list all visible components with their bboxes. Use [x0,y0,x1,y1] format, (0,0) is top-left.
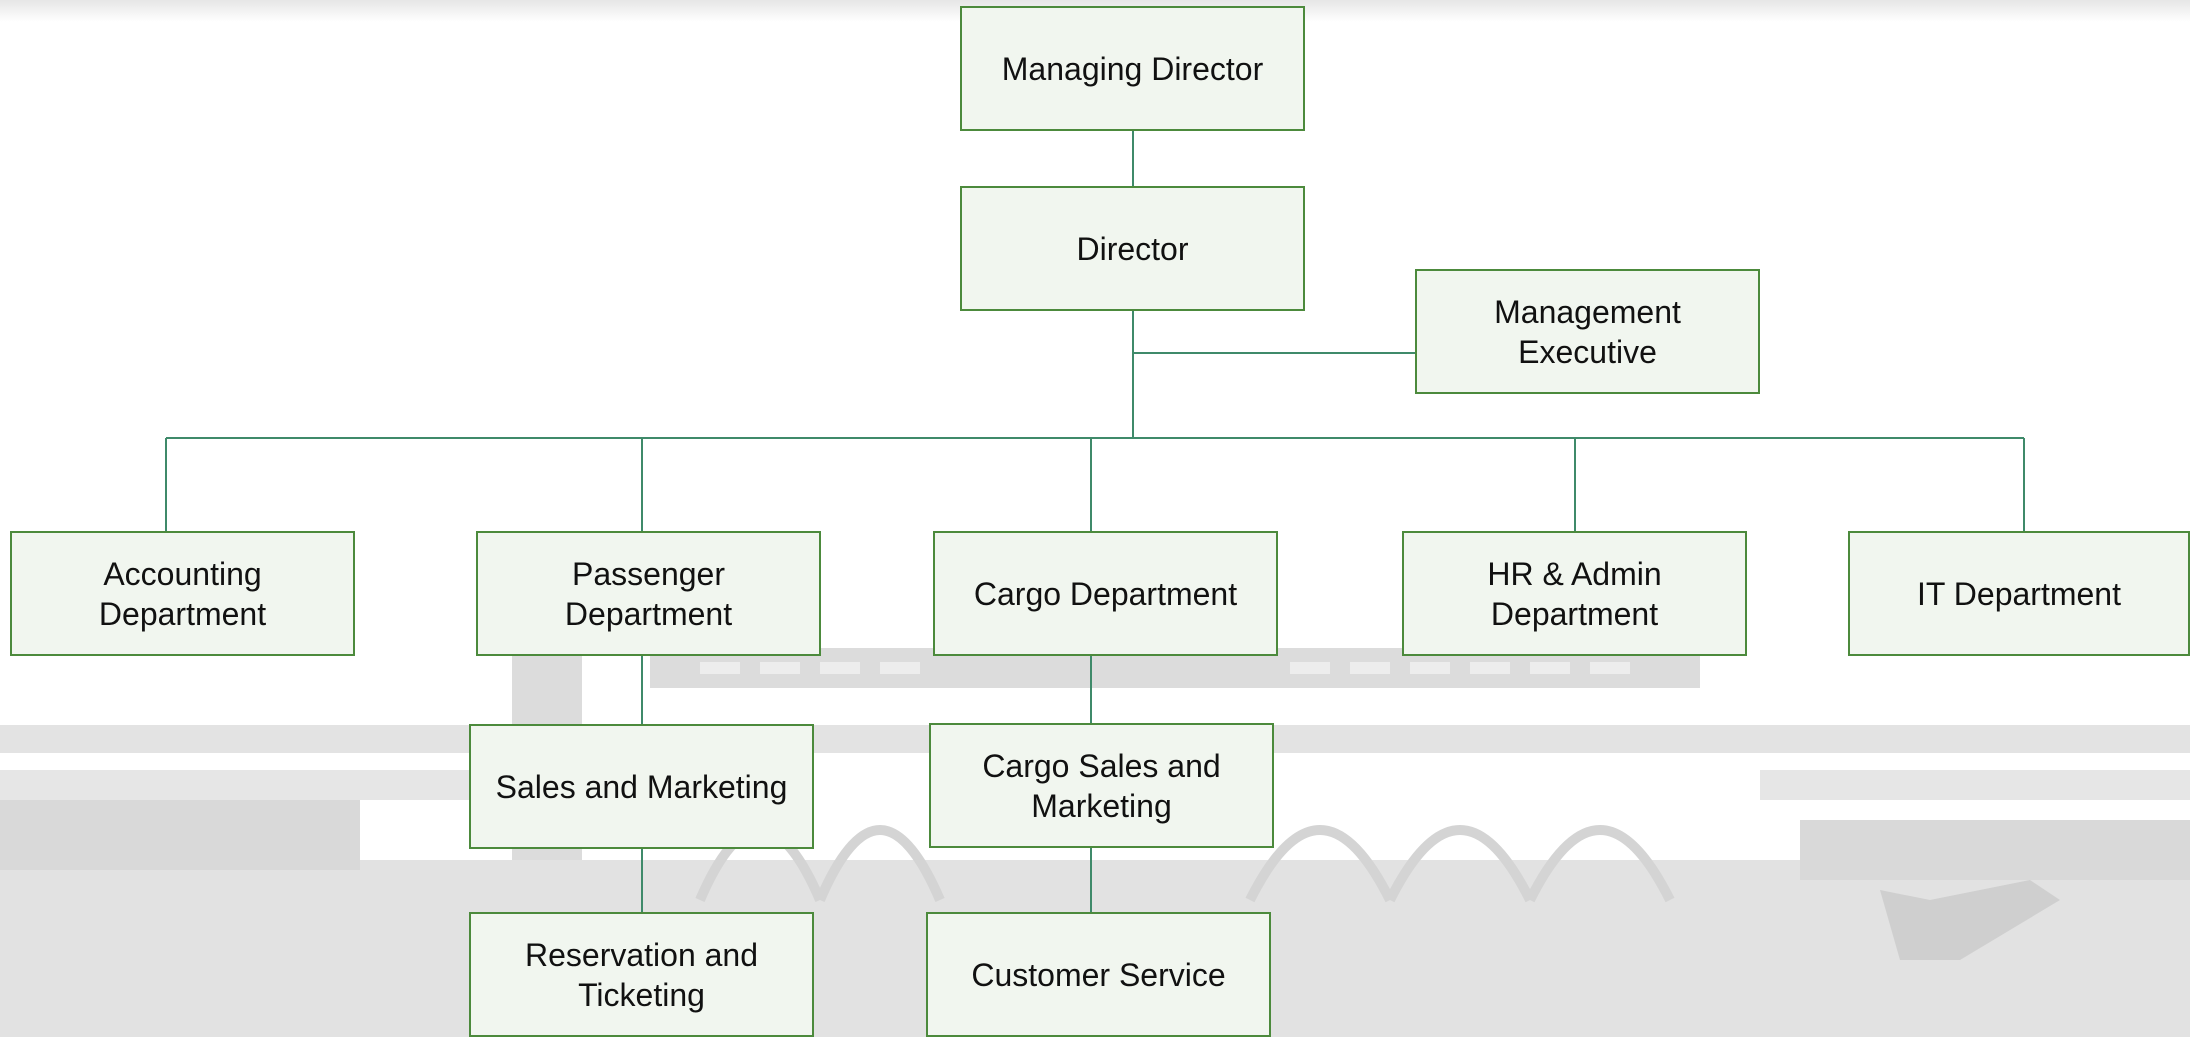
management-executive-box: Management Executive [1415,269,1760,394]
hr-admin-department-box: HR & Admin Department [1402,531,1747,656]
it-department-label: IT Department [1917,575,2121,612]
cargo-sales-and-marketing-box: Cargo Sales and Marketing [929,723,1274,848]
director-label: Director [1076,230,1189,267]
customer-service-box: Customer Service [926,912,1271,1037]
it-department-box: IT Department [1848,531,2190,656]
reservation-and-ticketing-label: Reservation and Ticketing [524,936,759,1013]
managing-director-label: Managing Director [1001,50,1264,87]
director-box: Director [960,186,1305,311]
customer-service-label: Customer Service [971,956,1226,993]
passenger-department-label: Passenger Department [564,555,733,632]
accounting-department-box: Accounting Department [10,531,355,656]
cargo-department-box: Cargo Department [933,531,1278,656]
sales-and-marketing-box: Sales and Marketing [469,724,814,849]
passenger-department-box: Passenger Department [476,531,821,656]
cargo-sales-and-marketing-label: Cargo Sales and Marketing [982,747,1221,824]
cargo-department-label: Cargo Department [973,575,1238,612]
management-executive-label: Management Executive [1494,293,1681,370]
accounting-department-label: Accounting Department [98,555,267,632]
sales-and-marketing-label: Sales and Marketing [495,768,788,805]
reservation-and-ticketing-box: Reservation and Ticketing [469,912,814,1037]
hr-admin-department-label: HR & Admin Department [1487,555,1662,632]
managing-director-box: Managing Director [960,6,1305,131]
